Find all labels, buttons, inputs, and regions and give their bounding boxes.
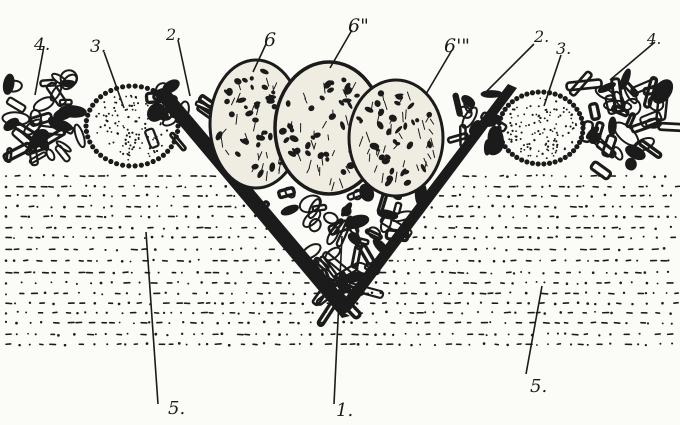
label-1: 1. (336, 400, 353, 421)
label-6-triple-prime: 6'" (444, 35, 470, 57)
label-5-left: 5. (168, 398, 185, 419)
label-5-right: 5. (530, 376, 547, 397)
label-3-left: 3. (90, 37, 106, 57)
label-2-left: 2. (165, 25, 181, 44)
body-6-triple-prime (349, 80, 443, 196)
label-3-right: 3. (556, 39, 571, 58)
label-6-double-prime: 6" (348, 15, 369, 37)
label-4-left: 4. (33, 35, 50, 55)
label-4-right: 4. (646, 30, 661, 48)
label-6: 6 (264, 29, 276, 51)
label-2-right: 2. (533, 27, 549, 46)
